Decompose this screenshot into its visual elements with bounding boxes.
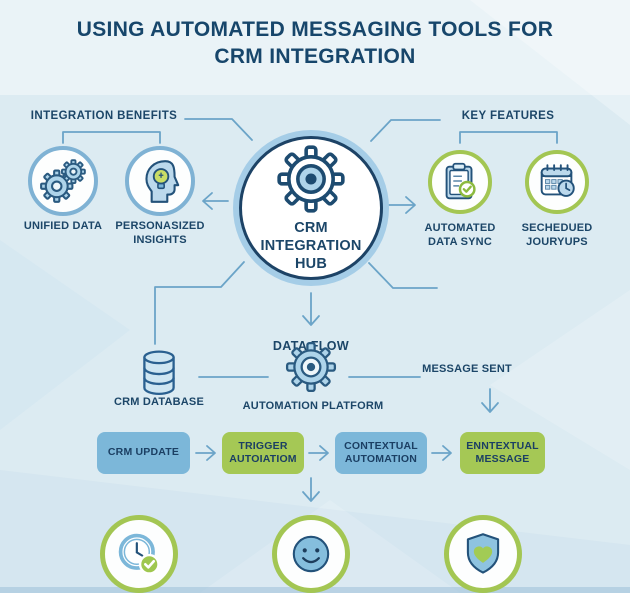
feature-data-sync-label: AUTOMATED DATA SYNC — [424, 222, 496, 248]
clock-check-icon — [113, 528, 165, 580]
feature-journeys-label: SECHEDUED JOURYUPS — [521, 222, 593, 248]
feature-journeys-circle — [525, 150, 589, 214]
step-crm-update: CRM UPDATE — [97, 432, 190, 474]
calendar-clock-icon — [534, 159, 580, 205]
head-lightbulb-icon — [135, 156, 185, 206]
benefits-bracket — [62, 131, 161, 144]
crm-integration-hub: CRM INTEGRATION HUB — [239, 136, 383, 280]
page-title: USING AUTOMATED MESSAGING TOOLS FOR CRM … — [76, 18, 554, 69]
step-contextual-automation: CONTEXTUAL AUTOMATION — [335, 432, 427, 474]
step-trigger-automation: TRIGGER AUTOIATIOM — [222, 432, 304, 474]
step-contextual-message: ENNTEXTUAL MESSAGE — [460, 432, 545, 474]
features-heading: KEY FEATURES — [461, 110, 555, 122]
outcome-satisfaction-circle — [272, 515, 350, 593]
shield-heart-icon — [458, 529, 508, 579]
hub-label: CRM INTEGRATION HUB — [260, 219, 362, 273]
database-icon — [140, 349, 178, 397]
smiley-icon — [286, 529, 336, 579]
benefit-insights-circle — [125, 146, 195, 216]
message-sent-label: MESSAGE SENT — [422, 363, 512, 375]
outcome-trust-circle — [444, 515, 522, 593]
benefits-heading: INTEGRATION BENEFITS — [30, 110, 178, 122]
gears-icon — [38, 156, 88, 206]
benefit-unified-data-circle — [28, 146, 98, 216]
gear-icon — [275, 143, 347, 215]
database-label: CRM DATABASE — [114, 396, 204, 408]
outcome-time-saved-circle — [100, 515, 178, 593]
automation-platform-label: AUTOMATION PLATFORM — [242, 400, 384, 412]
features-bracket — [459, 131, 558, 144]
clipboard-check-icon — [437, 159, 483, 205]
automation-gear-icon — [284, 340, 338, 394]
benefit-insights-label: PERSONASIZED INSIGHTS — [115, 220, 205, 246]
feature-data-sync-circle — [428, 150, 492, 214]
benefit-unified-data-label: UNIFIED DATA — [23, 220, 103, 232]
